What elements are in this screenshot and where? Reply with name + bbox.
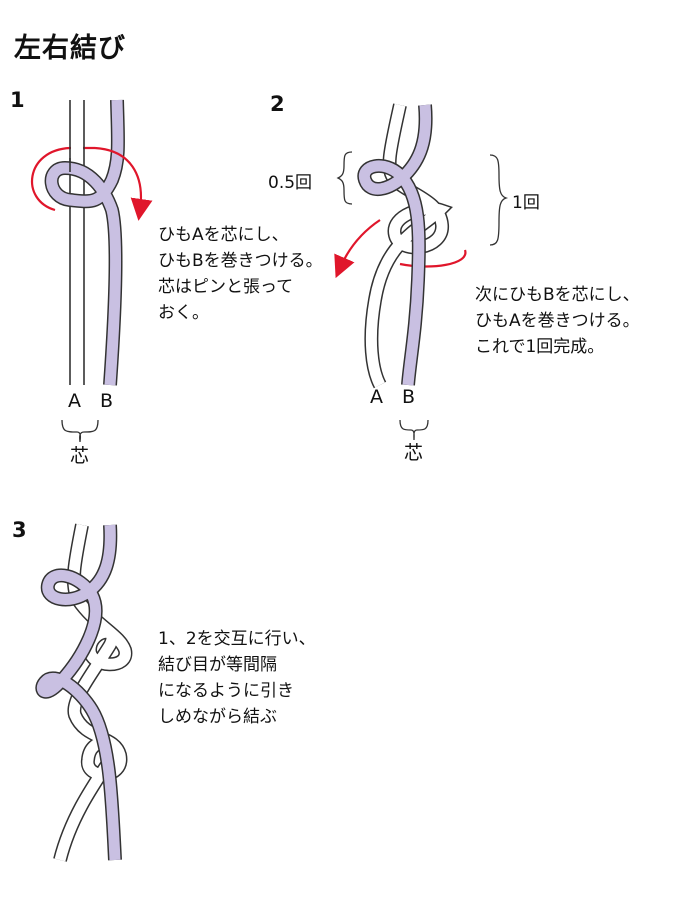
step-2-wrap-arrow	[334, 219, 381, 279]
step-1-line-4: おく。	[158, 303, 209, 323]
step-3-line-1: 1、2を交互に行い、	[158, 629, 316, 649]
step-1-cord-b	[44, 99, 125, 386]
page-title: 左右結び	[14, 33, 126, 64]
step-2-core-label: 芯	[404, 442, 424, 464]
step-2-illustration	[334, 103, 509, 441]
step-3-cord-b	[36, 524, 121, 861]
step-1-line-1: ひもAを芯にし、	[158, 225, 289, 245]
step-2-core-brace	[399, 419, 429, 441]
step-1-line-2: ひもBを巻きつける。	[158, 251, 323, 271]
step-1-cord-a	[69, 100, 85, 385]
step-2-cord-b-label: B	[402, 386, 416, 408]
step-3-line-2: 結び目が等間隔	[158, 655, 277, 675]
step-2-half-turn-label: 0.5回	[268, 173, 313, 193]
step-2-half-turn-brace	[336, 151, 353, 205]
step-1-wrap-arrow-back	[30, 146, 95, 212]
step-1-cord-a-label: A	[68, 390, 81, 412]
step-2-wrap-arrow-back	[399, 249, 467, 268]
step-1-number: 1	[10, 88, 25, 112]
step-3-line-3: になるように引き	[158, 681, 294, 701]
step-3-illustration	[35, 523, 133, 862]
step-1-illustration	[30, 99, 153, 443]
step-2-cord-b	[357, 104, 433, 386]
step-3-line-4: しめながら結ぶ	[158, 707, 277, 727]
step-2-one-turn-brace	[489, 154, 509, 246]
step-2-number: 2	[270, 92, 285, 116]
step-1-core-brace	[61, 419, 99, 443]
step-2-cord-a-label: A	[370, 386, 383, 408]
step-2-line-3: これで1回完成。	[475, 337, 605, 357]
step-1-line-3: 芯はピンと張って	[158, 277, 294, 297]
step-1-description: ひもAを芯にし、 ひもBを巻きつける。 芯はピンと張って おく。	[158, 222, 323, 326]
step-2-line-2: ひもAを巻きつける。	[475, 311, 640, 331]
step-2-description: 次にひもBを芯にし、 ひもAを巻きつける。 これで1回完成。	[475, 282, 640, 360]
step-3-number: 3	[12, 518, 27, 542]
step-2-line-1: 次にひもBを芯にし、	[475, 285, 640, 305]
step-1-wrap-arrow	[94, 146, 153, 221]
step-1-core-label: 芯	[70, 445, 90, 467]
step-3-description: 1、2を交互に行い、 結び目が等間隔 になるように引き しめながら結ぶ	[158, 626, 316, 730]
step-2-one-turn-label: 1回	[512, 193, 540, 213]
step-1-cord-b-label: B	[100, 390, 114, 412]
